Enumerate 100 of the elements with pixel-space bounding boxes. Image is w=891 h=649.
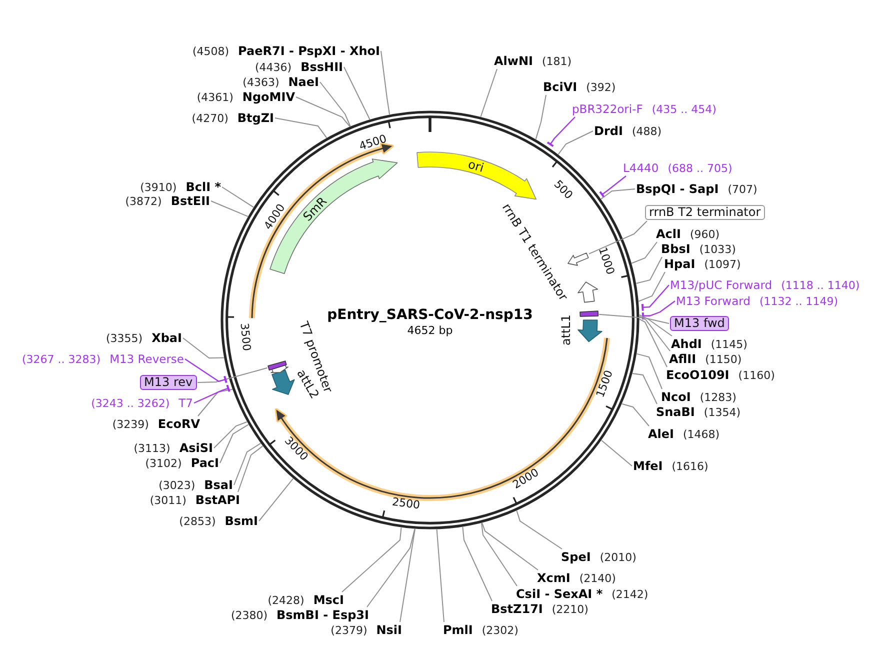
enzyme-name: BtgZI (237, 111, 274, 125)
leader-line (482, 522, 538, 570)
leader-line (296, 96, 350, 127)
feature-bar (267, 360, 288, 371)
site-coordinates: (2210) (552, 603, 588, 617)
primer-name: L4440 (623, 161, 659, 175)
enzyme-name: PmlI (443, 623, 473, 637)
enzyme-name: AflII (669, 352, 696, 366)
sequence-feature (576, 281, 598, 304)
site-coordinates: (4363) (242, 76, 280, 90)
primer-coordinates: (1118 .. 1140) (781, 279, 860, 293)
enzyme-name: BstAPI (195, 493, 240, 507)
enzyme-name: BclI * (186, 180, 221, 194)
leader-line (234, 442, 262, 486)
leader-line (238, 446, 264, 492)
leader-line (639, 318, 668, 368)
primer-name: M13 Reverse (110, 352, 184, 366)
leader-line (588, 220, 648, 254)
feature-label: ori (466, 157, 486, 176)
site-coordinates: (1468) (683, 428, 720, 442)
leader-line (638, 316, 670, 352)
enzyme-name: MscI (313, 593, 344, 607)
leader-line (546, 116, 576, 148)
plasmid-length: 4652 bp (407, 324, 453, 337)
leader-line (632, 372, 658, 404)
sequence-feature (566, 252, 590, 266)
leader-line (636, 256, 662, 284)
leader-line (600, 440, 632, 466)
site-coordinates: (3872) (125, 195, 162, 209)
plasmid-name: pEntry_SARS-CoV-2-nsp13 (327, 307, 533, 323)
leader-line (220, 424, 249, 464)
enzyme-name: PacI (190, 456, 219, 470)
enzyme-name: BciVI (543, 80, 578, 94)
feature-tag: M13 fwd (670, 316, 729, 331)
leader-line (642, 300, 676, 320)
leader-line (210, 200, 248, 217)
primer-coordinates: (3243 .. 3262) (91, 397, 170, 411)
site-coordinates: (1033) (699, 243, 736, 257)
enzyme-name: BbsI (661, 242, 690, 256)
enzyme-name: AclI (656, 227, 681, 241)
site-coordinates: (3102) (145, 457, 182, 471)
leader-line (638, 314, 672, 336)
site-coordinates: (960) (690, 228, 720, 242)
leader-line (197, 367, 268, 383)
leader-line (380, 50, 390, 115)
site-coordinates: (2302) (482, 624, 518, 638)
leader-line (631, 242, 658, 264)
enzyme-name: EcoRV (158, 417, 200, 431)
site-coordinates: (1616) (672, 460, 708, 474)
leader-line (598, 314, 670, 324)
site-coordinates: (4436) (255, 61, 292, 75)
leader-line (462, 526, 492, 602)
tick-label: 1000 (596, 245, 616, 276)
tick-label: 4500 (358, 132, 388, 153)
primer-coordinates: (688 .. 705) (668, 162, 732, 176)
site-coordinates: (1097) (704, 258, 741, 272)
leader-line (621, 403, 650, 426)
leader-line (480, 68, 498, 118)
enzyme-name: AleI (648, 427, 674, 441)
enzyme-name: AlwNI (494, 54, 533, 68)
leader-line (638, 272, 666, 302)
feature-tag: M13 rev (140, 375, 197, 390)
site-coordinates: (4361) (196, 91, 234, 105)
enzyme-name: NaeI (288, 75, 319, 89)
tick-label: 1500 (594, 368, 616, 400)
site-coordinates: (488) (632, 125, 662, 139)
leader-line (436, 528, 444, 622)
enzyme-name: XbaI (152, 331, 182, 345)
site-coordinates: (3910) (140, 181, 177, 195)
site-coordinates: (1145) (710, 338, 748, 352)
leader-line (400, 528, 416, 622)
leader-line (481, 522, 518, 586)
leader-line (516, 510, 562, 550)
primer-name: T7 (178, 396, 193, 410)
site-coordinates: (707) (728, 183, 758, 197)
leader-line (274, 118, 328, 138)
site-coordinates: (3239) (112, 418, 149, 432)
site-coordinates: (2379) (330, 624, 368, 638)
leader-line (636, 353, 662, 390)
leader-line (558, 130, 594, 155)
feature-bar (578, 310, 599, 318)
enzyme-name: BssHII (300, 60, 343, 74)
enzyme-name: SpeI (561, 550, 591, 564)
primer-coordinates: (3267 .. 3283) (22, 353, 101, 367)
tick-label: 2500 (391, 496, 420, 512)
leader-line (320, 82, 351, 127)
site-coordinates: (1283) (700, 391, 736, 405)
site-coordinates: (3113) (134, 442, 170, 456)
enzyme-name: DrdI (594, 124, 623, 138)
enzyme-name: EcoO109I (666, 368, 730, 382)
enzyme-name: CsiI - SexAI * (516, 587, 603, 601)
enzyme-name: NgoMIV (242, 90, 295, 104)
leader-line (258, 478, 294, 522)
leader-line (214, 421, 248, 448)
enzyme-name: XcmI (537, 571, 570, 585)
site-coordinates: (4508) (192, 45, 230, 59)
leader-line (600, 188, 636, 200)
site-coordinates: (2853) (179, 515, 216, 529)
tick-label: 500 (551, 178, 575, 202)
leader-line (599, 176, 626, 198)
